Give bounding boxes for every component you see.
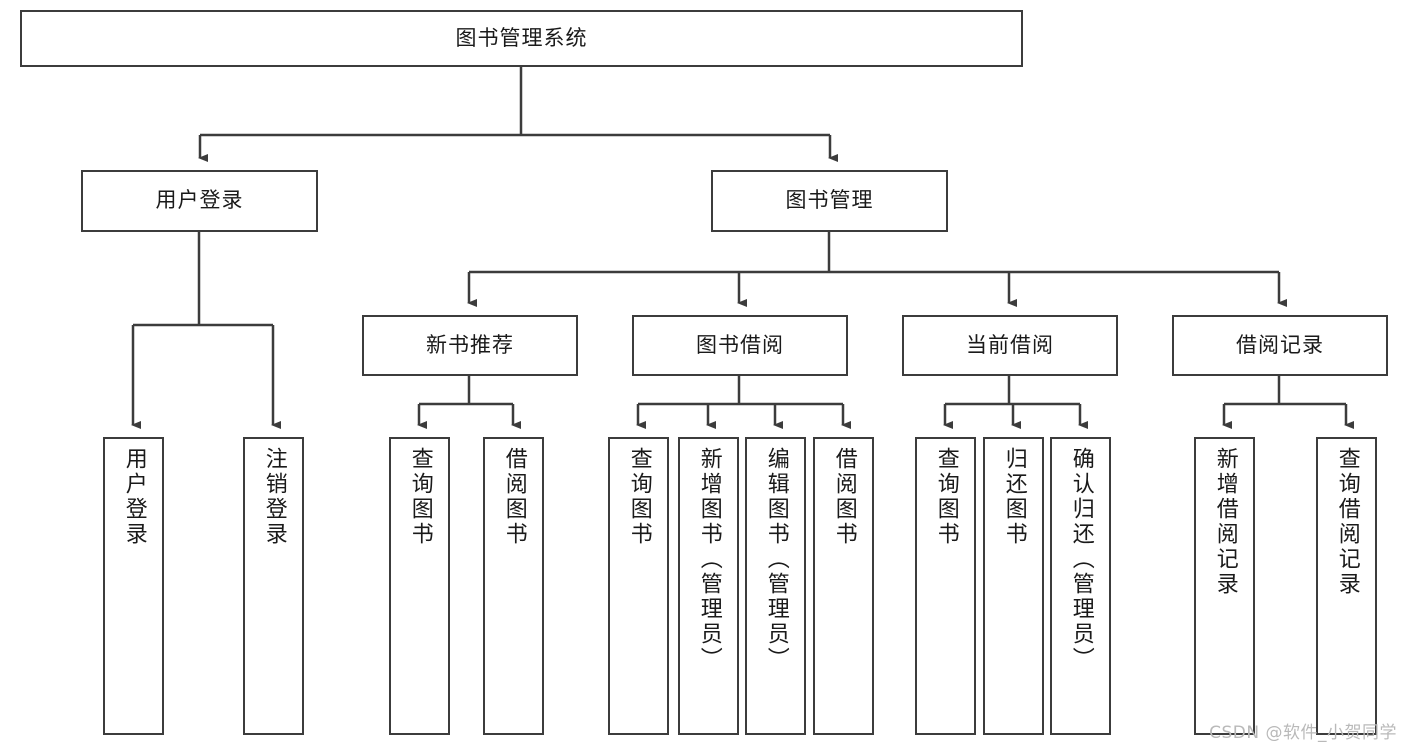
node-borrow-records[interactable]: 借阅记录 <box>1172 315 1388 376</box>
node-current-borrow-label: 当前借阅 <box>966 332 1054 357</box>
node-current-borrow[interactable]: 当前借阅 <box>902 315 1118 376</box>
node-root-label: 图书管理系统 <box>455 25 588 50</box>
leaf-confirm-return-admin-label: 确认归还（管理员） <box>1068 447 1094 672</box>
leaf-return-book[interactable]: 归还图书 <box>983 437 1044 735</box>
node-book-management[interactable]: 图书管理 <box>711 170 948 232</box>
node-book-management-label: 图书管理 <box>785 188 874 213</box>
leaf-query-book-current-label: 查询图书 <box>933 447 959 547</box>
node-book-borrow[interactable]: 图书借阅 <box>632 315 848 376</box>
leaf-edit-book-admin[interactable]: 编辑图书（管理员） <box>745 437 806 735</box>
leaf-logout[interactable]: 注销登录 <box>243 437 304 735</box>
node-book-borrow-label: 图书借阅 <box>696 332 784 357</box>
node-user-login-label: 用户登录 <box>155 188 244 213</box>
leaf-borrow-book-label: 借阅图书 <box>831 447 857 547</box>
leaf-add-book-admin[interactable]: 新增图书（管理员） <box>678 437 739 735</box>
leaf-add-borrow-record[interactable]: 新增借阅记录 <box>1194 437 1255 735</box>
leaf-return-book-label: 归还图书 <box>1001 447 1027 547</box>
leaf-query-borrow-record-label: 查询借阅记录 <box>1334 447 1360 597</box>
leaf-user-login-label: 用户登录 <box>121 447 147 547</box>
leaf-query-book-recommend[interactable]: 查询图书 <box>389 437 450 735</box>
watermark: CSDN @软件_小贺同学 <box>1209 723 1397 743</box>
leaf-borrow-book-recommend[interactable]: 借阅图书 <box>483 437 544 735</box>
leaf-borrow-book[interactable]: 借阅图书 <box>813 437 874 735</box>
node-new-book-recommend[interactable]: 新书推荐 <box>362 315 578 376</box>
node-user-login[interactable]: 用户登录 <box>81 170 318 232</box>
leaf-add-borrow-record-label: 新增借阅记录 <box>1212 447 1238 597</box>
node-root[interactable]: 图书管理系统 <box>20 10 1023 67</box>
leaf-query-book-recommend-label: 查询图书 <box>407 447 433 547</box>
leaf-borrow-book-recommend-label: 借阅图书 <box>501 447 527 547</box>
node-borrow-records-label: 借阅记录 <box>1236 332 1324 357</box>
node-new-book-recommend-label: 新书推荐 <box>426 332 514 357</box>
leaf-add-book-admin-label: 新增图书（管理员） <box>696 447 722 672</box>
leaf-edit-book-admin-label: 编辑图书（管理员） <box>763 447 789 672</box>
leaf-confirm-return-admin[interactable]: 确认归还（管理员） <box>1050 437 1111 735</box>
leaf-query-borrow-record[interactable]: 查询借阅记录 <box>1316 437 1377 735</box>
leaf-logout-label: 注销登录 <box>261 447 287 547</box>
leaf-query-book-current[interactable]: 查询图书 <box>915 437 976 735</box>
leaf-user-login[interactable]: 用户登录 <box>103 437 164 735</box>
leaf-query-book-borrow-label: 查询图书 <box>626 447 652 547</box>
leaf-query-book-borrow[interactable]: 查询图书 <box>608 437 669 735</box>
